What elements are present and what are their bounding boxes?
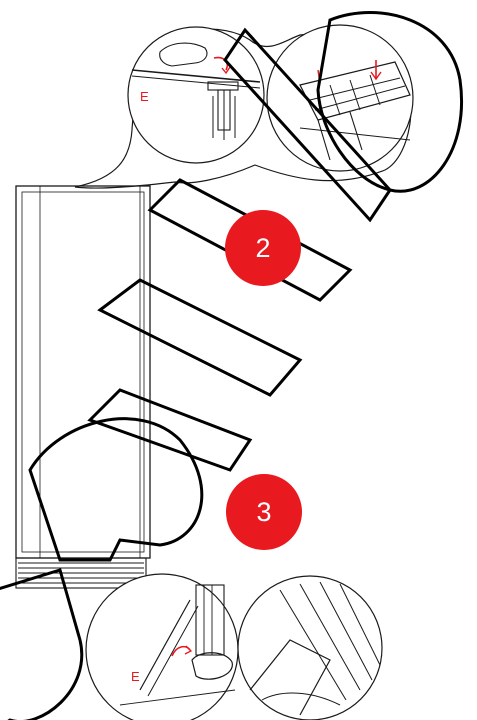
marker-e-top: E [140, 89, 149, 104]
marker-e-bottom: E [131, 669, 140, 684]
step-number-2: 2 [255, 233, 270, 264]
appliance-cabinet [16, 186, 150, 558]
zoom-circle-bottom-right [238, 576, 382, 720]
step-badge-3: 3 [226, 474, 302, 550]
step-badge-2: 2 [225, 210, 301, 286]
step-number-3: 3 [256, 497, 271, 528]
zoom-circle-bottom-left [86, 574, 238, 720]
